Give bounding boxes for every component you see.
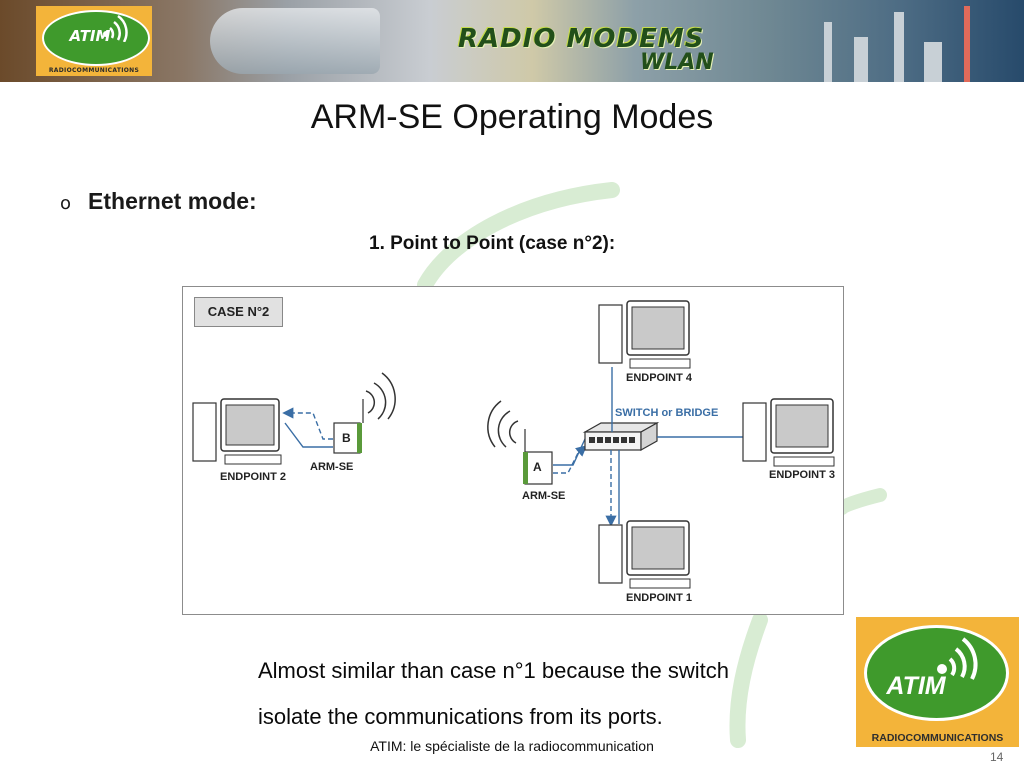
bullet-text: Ethernet mode: xyxy=(88,188,257,214)
endpoint-2-label: ENDPOINT 2 xyxy=(220,471,287,483)
case-label: CASE N°2 xyxy=(194,297,283,327)
modem-b-label: ARM-SE xyxy=(310,461,354,473)
slide-title: ARM-SE Operating Modes xyxy=(310,98,714,136)
banner-title: RADIO MODEMS xyxy=(458,24,705,54)
modem-a-label: ARM-SE xyxy=(522,490,566,502)
bullet-item: o Ethernet mode: xyxy=(60,188,257,215)
caption-line-2: isolate the communications from its port… xyxy=(258,704,663,729)
banner-subtitle: WLAN xyxy=(640,50,714,75)
header-banner: ATIM RADIOCOMMUNICATIONS RADIO MODEMS WL… xyxy=(0,0,1024,82)
computer-icon-endpoint-1 xyxy=(598,520,691,589)
endpoint-4-label: ENDPOINT 4 xyxy=(626,372,693,384)
footer-text: ATIM: le spécialiste de la radiocommunic… xyxy=(370,738,654,754)
banner-logo-subtext: RADIOCOMMUNICATIONS xyxy=(48,67,140,74)
switch-label: SWITCH or BRIDGE xyxy=(615,407,719,419)
modem-b-icon xyxy=(333,372,396,454)
endpoint-1-label: ENDPOINT 1 xyxy=(626,592,693,604)
corner-logo-subtext: RADIOCOMMUNICATIONS xyxy=(871,732,1004,744)
modem-a-letter: A xyxy=(533,460,542,474)
train-photo xyxy=(210,8,380,74)
page-number: 14 xyxy=(990,750,1004,764)
sub-heading: 1. Point to Point (case n°2): xyxy=(369,233,616,254)
radio-waves-icon xyxy=(937,637,978,680)
banner-logo: ATIM RADIOCOMMUNICATIONS xyxy=(36,6,152,76)
computer-icon-endpoint-3 xyxy=(742,398,835,467)
network-diagram: CASE N°2 ENDPOINT 2 ARM-SE B ARM-SE A SW… xyxy=(182,286,844,615)
bullet-marker: o xyxy=(60,193,72,214)
banner-logo-text: ATIM xyxy=(69,27,111,45)
caption-line-1: Almost similar than case n°1 because the… xyxy=(258,658,730,683)
caption: Almost similar than case n°1 because the… xyxy=(258,648,828,740)
modem-a-icon xyxy=(487,400,553,485)
computer-icon-endpoint-4 xyxy=(598,300,691,369)
corner-logo: ATIM RADIOCOMMUNICATIONS xyxy=(856,617,1019,747)
diagram-drawing xyxy=(192,300,835,589)
radio-waves-icon xyxy=(103,14,128,42)
industrial-photo xyxy=(804,2,984,82)
corner-logo-text: ATIM xyxy=(886,672,946,700)
endpoint-3-label: ENDPOINT 3 xyxy=(769,469,836,481)
modem-b-letter: B xyxy=(342,431,351,445)
switch-icon xyxy=(582,421,660,452)
computer-icon-endpoint-2 xyxy=(192,398,282,465)
